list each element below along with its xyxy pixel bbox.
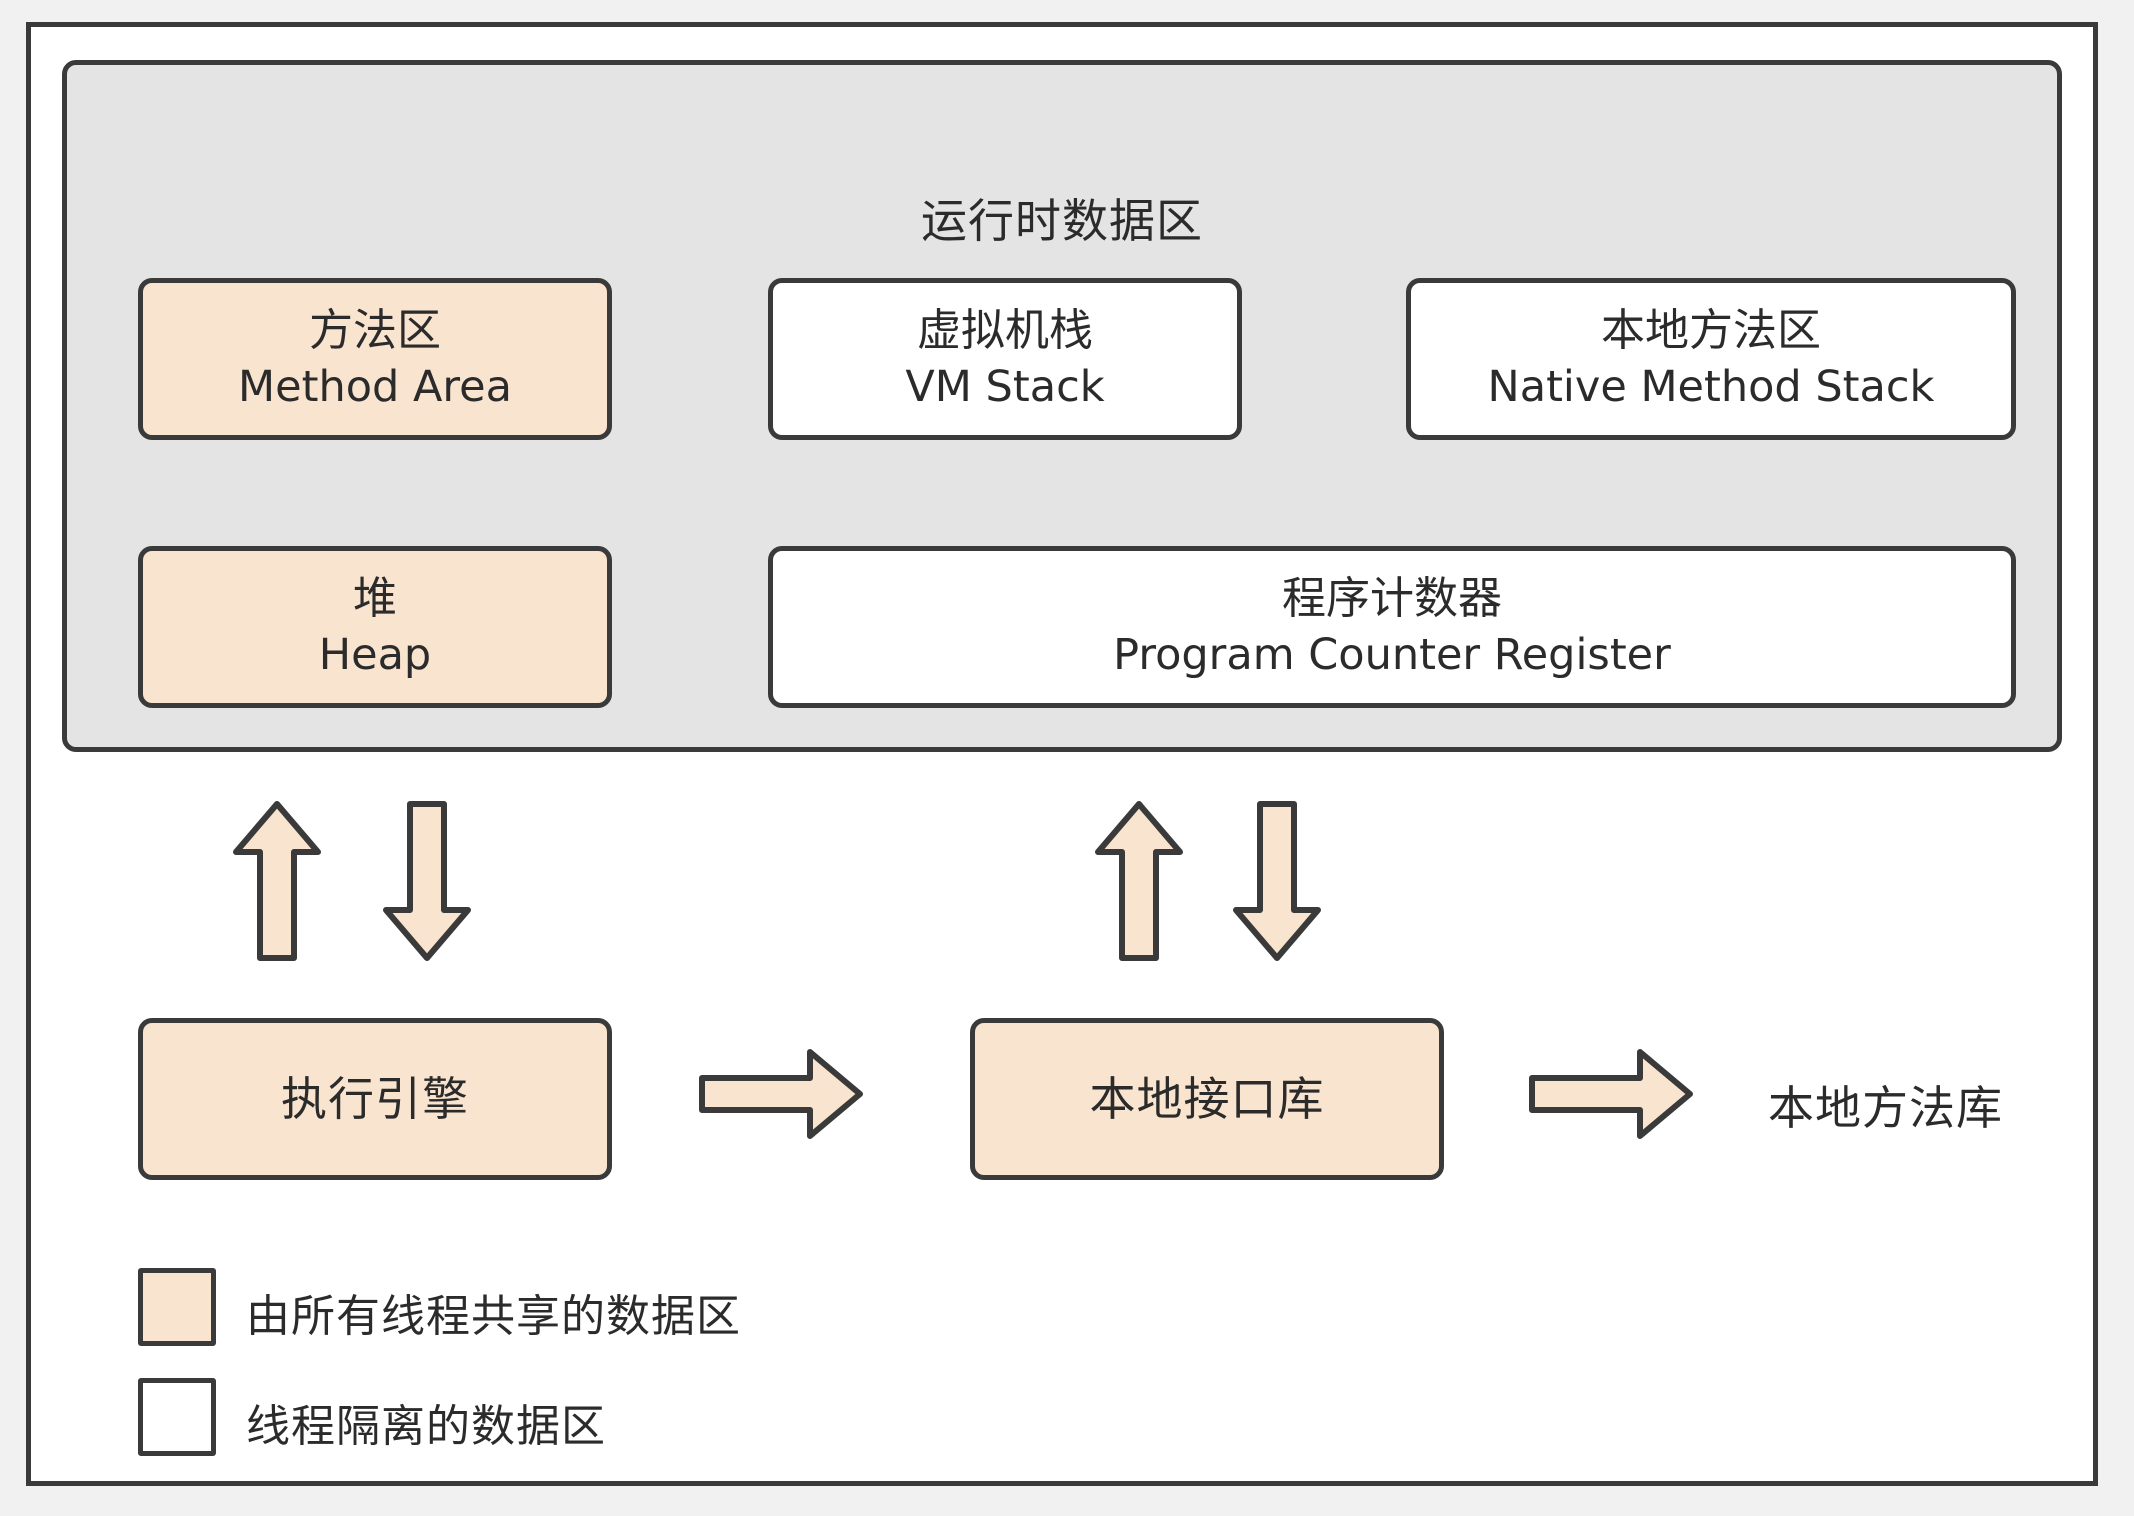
heap-box: 堆 Heap: [138, 546, 612, 708]
method-area-box: 方法区 Method Area: [138, 278, 612, 440]
legend-shared-label: 由所有线程共享的数据区: [246, 1291, 741, 1342]
up-arrow-icon: [233, 801, 321, 961]
legend-shared-swatch: [138, 1268, 216, 1346]
runtime-data-area-title: 运行时数据区: [921, 194, 1203, 248]
native-interface-library-box: 本地接口库: [970, 1018, 1444, 1180]
native-method-stack-en: Native Method Stack: [1487, 361, 1935, 412]
native-method-stack-zh: 本地方法区: [1601, 305, 1821, 357]
vm-stack-zh: 虚拟机栈: [917, 305, 1093, 357]
vm-stack-en: VM Stack: [905, 361, 1105, 412]
program-counter-register-zh: 程序计数器: [1282, 573, 1502, 625]
native-interface-library-label: 本地接口库: [1089, 1071, 1325, 1126]
vm-stack-box: 虚拟机栈 VM Stack: [768, 278, 1242, 440]
execution-engine-label: 执行引擎: [281, 1071, 469, 1126]
method-area-zh: 方法区: [309, 305, 441, 357]
down-arrow-icon: [1233, 801, 1321, 961]
down-arrow-icon: [383, 801, 471, 961]
right-arrow-icon: [1529, 1049, 1693, 1139]
execution-engine-box: 执行引擎: [138, 1018, 612, 1180]
up-arrow-icon: [1095, 801, 1183, 961]
method-area-en: Method Area: [238, 361, 512, 412]
heap-en: Heap: [318, 629, 432, 680]
native-method-library-label: 本地方法库: [1768, 1081, 2003, 1135]
native-method-stack-box: 本地方法区 Native Method Stack: [1406, 278, 2016, 440]
program-counter-register-en: Program Counter Register: [1113, 629, 1671, 680]
legend-isolated-swatch: [138, 1378, 216, 1456]
heap-zh: 堆: [353, 573, 397, 625]
right-arrow-icon: [699, 1049, 863, 1139]
program-counter-register-box: 程序计数器 Program Counter Register: [768, 546, 2016, 708]
legend-isolated-label: 线程隔离的数据区: [246, 1401, 606, 1452]
